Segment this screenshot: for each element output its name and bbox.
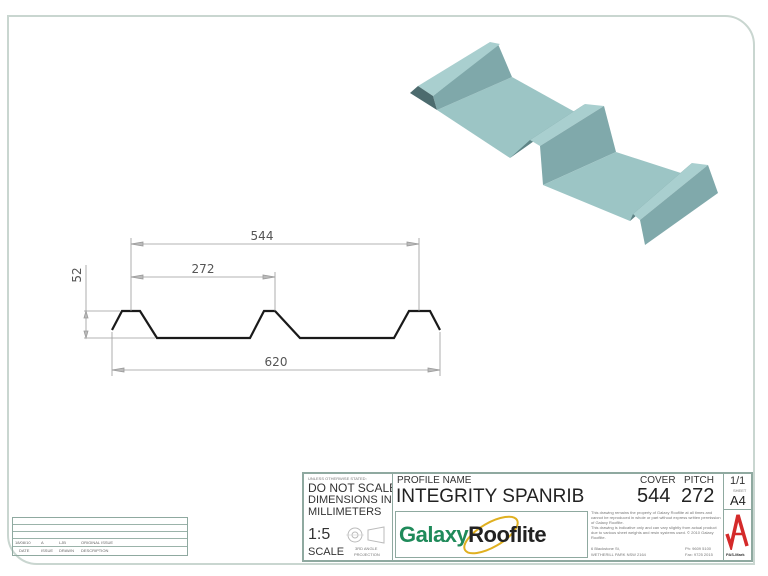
rib1-face [433, 44, 512, 110]
header-issue: ISSUE [41, 548, 54, 553]
scale-value: 1:5 [308, 526, 331, 543]
sheet-value: 1/1 [730, 475, 746, 487]
profile-name: INTEGRITY SPANRIB [396, 486, 585, 507]
rib3-ridge [633, 163, 708, 220]
notes-cell: UNLESS OTHERWISE STATED: DO NOT SCALE DI… [304, 474, 393, 560]
valley-panel-1 [437, 77, 575, 158]
notes-line3: MILLIMETERS [308, 506, 382, 518]
phone: Ph: 9609 5100 [685, 546, 712, 551]
table-header-row: DATE ISSUE DRAWN DESCRIPTION [15, 548, 108, 553]
disclaimer-ownership: This drawing remains the property of Gal… [591, 510, 721, 525]
dim-width-label: 620 [265, 355, 288, 369]
profile-name-label: PROFILE NAME [397, 475, 472, 486]
rib2-ridge [530, 104, 604, 146]
pitch-value: 272 [681, 485, 715, 507]
disclaimer-block: This drawing remains the property of Gal… [591, 510, 722, 544]
header-date: DATE [19, 548, 30, 553]
projection-line2: PROJECTION [354, 552, 380, 557]
third-angle-projection-icon [346, 526, 385, 544]
notes-small: UNLESS OTHERWISE STATED: [308, 476, 367, 481]
cover-label: COVER [640, 475, 676, 486]
rib2-face [540, 106, 616, 185]
title-block: UNLESS OTHERWISE STATED: DO NOT SCALE DI… [302, 472, 753, 562]
pitch-label: PITCH [684, 475, 714, 486]
scale-label: SCALE [308, 546, 345, 558]
projection-line1: 3RD ANGLE [355, 546, 378, 551]
pas-mark-logo-icon [725, 514, 749, 550]
dim-cover-label: 544 [251, 229, 274, 243]
lip-left [410, 86, 437, 110]
disclaimer-indicative: This drawing is indicative only and can … [591, 525, 717, 540]
notes-line2: DIMENSIONS IN [308, 494, 392, 506]
table-row: 18/08/10 A LJB ORIGINAL ISSUE [15, 540, 113, 545]
rev-description: ORIGINAL ISSUE [81, 540, 114, 545]
paper-size: A4 [730, 493, 746, 508]
rev-drawn: LJB [59, 540, 66, 545]
roof-sheet-3d-render [410, 42, 718, 245]
cover-value: 544 [637, 485, 671, 507]
dimension-lines [83, 238, 441, 376]
logo-text-galaxy: Galaxy [399, 522, 469, 547]
sheet-label: SHEET [733, 488, 747, 493]
revision-table: 18/08/10 A LJB ORIGINAL ISSUE DATE ISSUE… [12, 517, 188, 556]
header-drawn: DRAWN [59, 548, 74, 553]
address-line2: WETHERILL PARK NSW 2164 [591, 552, 646, 557]
pas-mark-label: PAS-Mark [726, 552, 745, 557]
header-description: DESCRIPTION [81, 548, 109, 553]
dim-pitch-label: 272 [192, 262, 215, 276]
rev-issue: A [41, 540, 44, 545]
profile-cell: PROFILE NAME INTEGRITY SPANRIB COVER 544… [393, 474, 724, 560]
drawing-border [7, 15, 755, 565]
address-line1: 6 Blackstone St, [591, 546, 620, 551]
fax: Fax: 9725 2015 [685, 552, 713, 557]
notes-line1: DO NOT SCALE [308, 481, 393, 495]
sheet-cell: 1/1 SHEET A4 PAS-Mark [724, 474, 753, 560]
logo-text-rooflite: Rooflite [468, 522, 547, 547]
rib1-ridge [418, 42, 500, 96]
rev-date: 18/08/10 [15, 540, 31, 545]
dim-height-label: 52 [70, 267, 84, 282]
profile-section-line [111, 309, 441, 340]
logo-swoosh-icon [463, 515, 519, 555]
rib3-face [640, 165, 718, 245]
